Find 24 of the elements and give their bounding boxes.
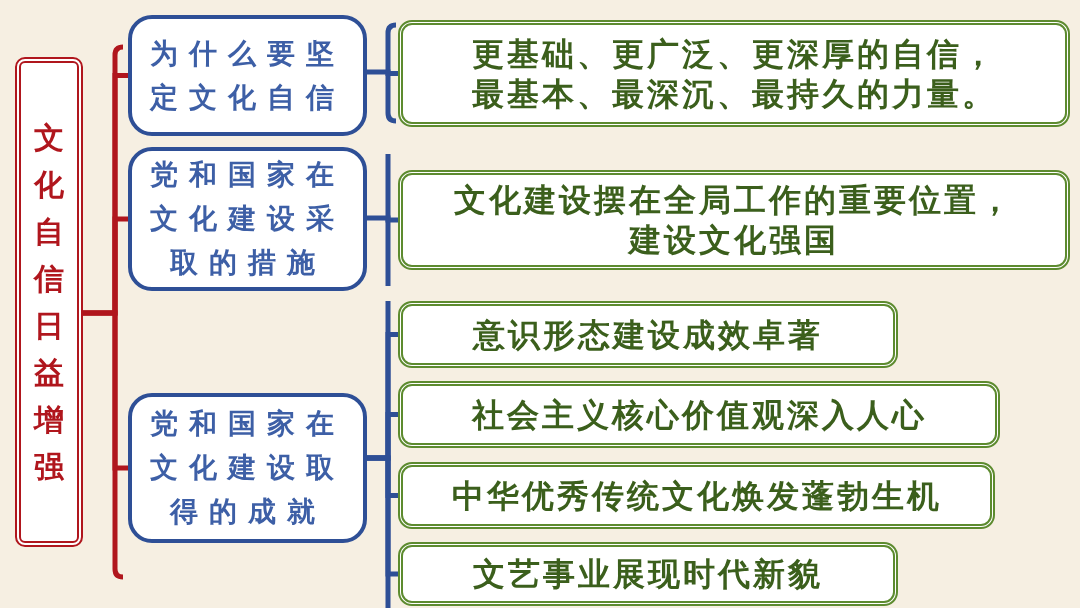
category-box <box>128 15 367 136</box>
connector-line <box>83 310 128 471</box>
point-text: 社会主义核心价值观深入人心 <box>470 394 928 435</box>
point-box <box>398 301 898 368</box>
point-box <box>398 542 898 606</box>
point-text: 文化建设摆在全局工作的重要位置，建设文化强国 <box>453 180 1015 260</box>
point-box <box>398 170 1070 270</box>
point-box <box>398 20 1070 127</box>
category-text: 党和国家在文化建设采取的措施 <box>149 157 346 281</box>
topic-box <box>15 57 83 547</box>
point-text: 意识形态建设成效卓著 <box>471 314 824 355</box>
connector-line <box>367 455 398 577</box>
category-box <box>128 147 367 291</box>
point-box <box>398 381 1000 448</box>
point-text: 更基础、更广泛、更深厚的自信，最基本、最深沉、最持久的力量。 <box>470 33 998 114</box>
category-text: 党和国家在文化建设取得的成就 <box>149 406 346 530</box>
connector-line <box>367 69 398 76</box>
point-box <box>398 462 995 529</box>
connector-line <box>367 215 398 223</box>
topic-text: 文化自信日益增强 <box>32 119 65 486</box>
point-text: 中华优秀传统文化焕发蓬勃生机 <box>450 475 943 516</box>
category-box <box>128 393 367 543</box>
category-text: 为什么要坚定文化自信 <box>148 35 346 116</box>
point-text: 文艺事业展现时代新貌 <box>472 554 824 594</box>
